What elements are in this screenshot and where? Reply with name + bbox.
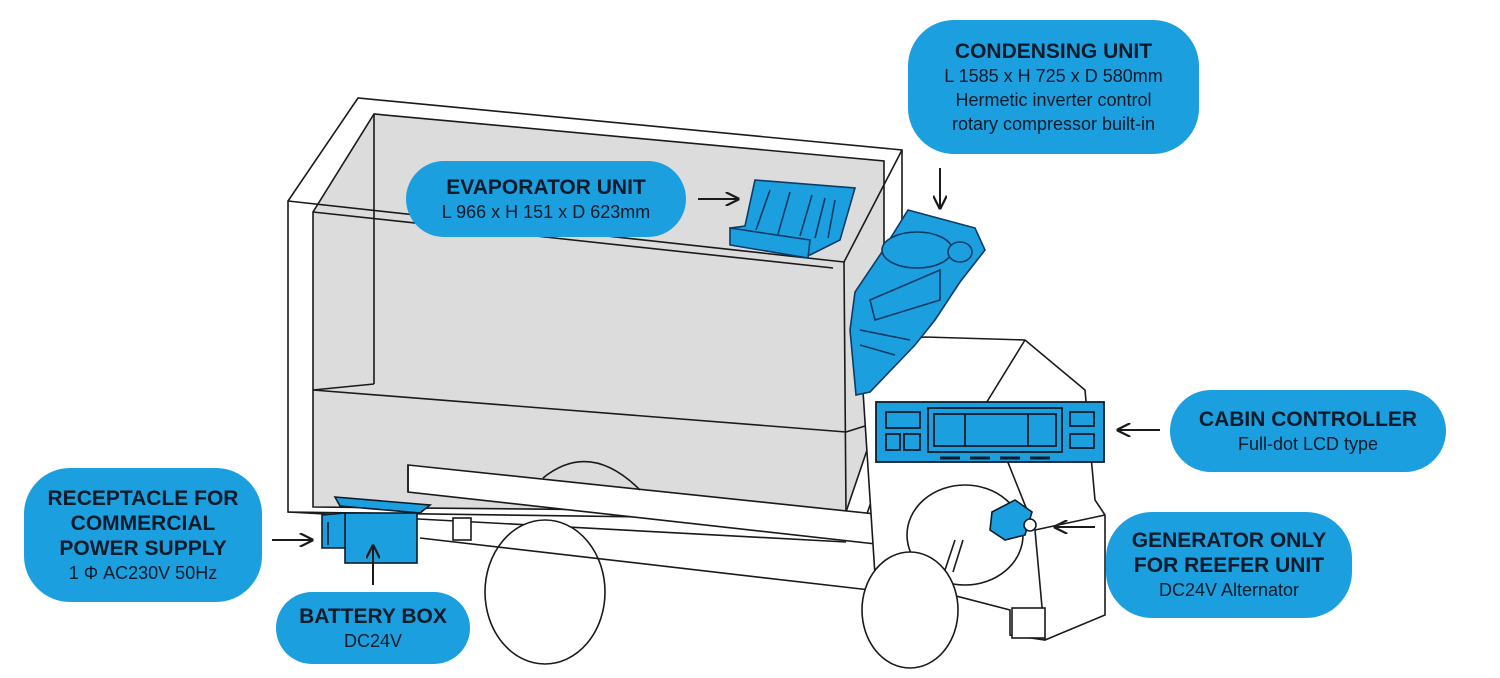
- callout-battery-box: BATTERY BOX DC24V: [276, 592, 470, 664]
- receptacle-spec: 1 Φ AC230V 50Hz: [68, 562, 218, 583]
- cabin-controller-title: CABIN CONTROLLER: [1198, 407, 1418, 431]
- condensing-unit-dimensions: L 1585 x H 725 x D 580mm: [944, 65, 1163, 86]
- condensing-unit-graphic: [849, 209, 986, 396]
- callout-evaporator-unit: EVAPORATOR UNIT L 966 x H 151 x D 623mm: [406, 161, 686, 237]
- battery-box-title: BATTERY BOX: [299, 604, 447, 628]
- receptacle-title: RECEPTACLE FOR COMMERCIAL POWER SUPPLY: [47, 486, 239, 560]
- cab: [859, 336, 1106, 669]
- battery-box-graphic: [321, 496, 433, 564]
- generator-graphic: [989, 499, 1037, 541]
- callout-condensing-unit: CONDENSING UNIT L 1585 x H 725 x D 580mm…: [908, 20, 1199, 154]
- condensing-unit-desc-1: Hermetic inverter control: [955, 89, 1152, 110]
- evaporator-unit-graphic: [728, 179, 857, 259]
- callout-cabin-controller: CABIN CONTROLLER Full-dot LCD type: [1170, 390, 1446, 472]
- callout-receptacle: RECEPTACLE FOR COMMERCIAL POWER SUPPLY 1…: [24, 468, 262, 602]
- cabin-controller-desc: Full-dot LCD type: [1237, 433, 1379, 454]
- evaporator-unit-dimensions: L 966 x H 151 x D 623mm: [441, 201, 651, 222]
- battery-box-spec: DC24V: [343, 630, 403, 651]
- condensing-unit-title: CONDENSING UNIT: [954, 39, 1153, 63]
- callout-generator: GENERATOR ONLY FOR REEFER UNIT DC24V Alt…: [1106, 512, 1352, 618]
- evaporator-unit-title: EVAPORATOR UNIT: [446, 175, 646, 199]
- callout-arrows: [272, 168, 1160, 585]
- generator-title: GENERATOR ONLY FOR REEFER UNIT: [1131, 529, 1327, 577]
- cabin-controller-graphic: [875, 401, 1105, 463]
- chassis: [407, 460, 896, 665]
- condensing-unit-desc-2: rotary compressor built-in: [951, 113, 1156, 134]
- generator-spec: DC24V Alternator: [1158, 580, 1300, 600]
